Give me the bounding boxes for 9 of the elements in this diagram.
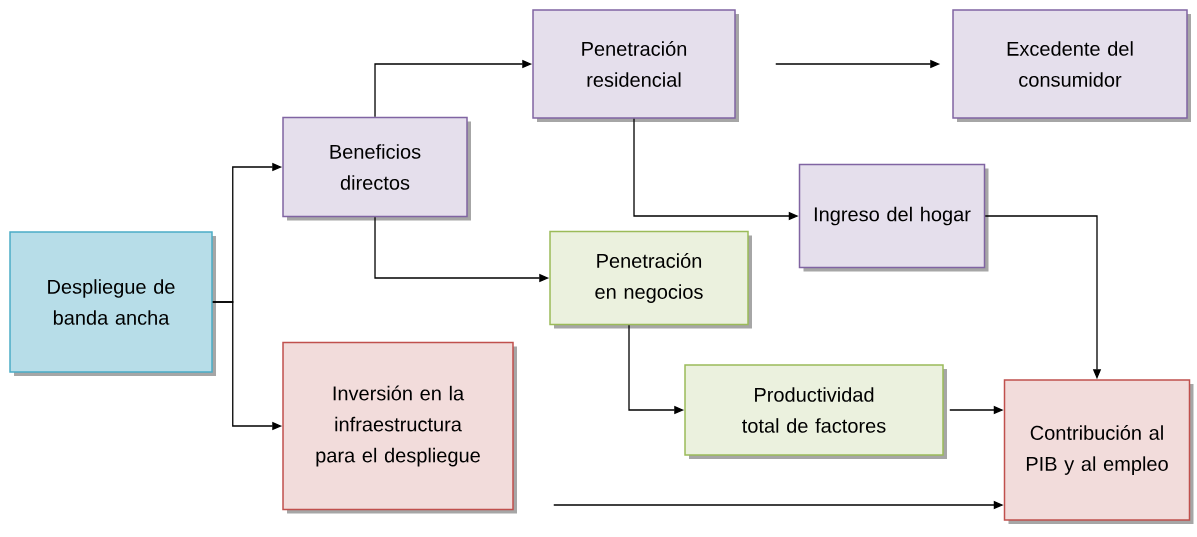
process-box: Productividad total de factores: [684, 364, 947, 459]
process-box: Penetración residencial: [532, 9, 739, 122]
process-box: Inversión en la infraestructura para el despliegue: [282, 341, 517, 514]
process-box: Ingreso del hogar: [798, 163, 989, 272]
process-box: Excedente del consumidor: [952, 9, 1191, 122]
process-box: Despliegue de banda ancha: [9, 231, 216, 376]
process-box: Penetración en negocios: [549, 230, 752, 329]
process-box: Beneficios directos: [282, 116, 471, 221]
process-box: Contribución al PIB y al empleo: [1003, 379, 1194, 524]
